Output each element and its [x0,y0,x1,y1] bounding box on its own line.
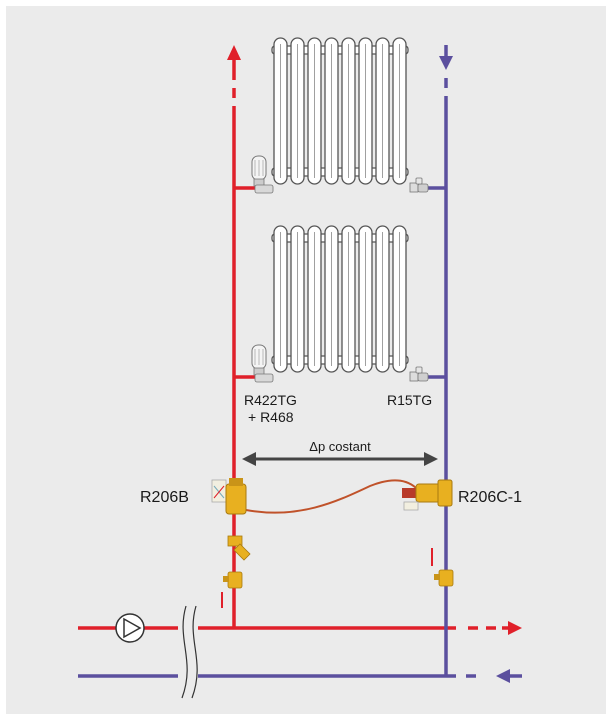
regulator-valve-return-icon [402,479,453,511]
pump-icon [115,613,145,643]
radiator-icon [271,37,409,185]
capillary-tube [245,479,421,514]
ball-valve-icon [221,571,243,608]
lockshield-valve-icon [409,366,429,382]
regulator-valve-supply-icon [211,478,247,515]
lockshield-valve-icon [409,177,429,193]
strainer-icon [227,535,251,561]
regulator-supply-label: R206B [140,489,189,506]
regulator-return-label: R206C-1 [458,489,522,506]
valve-return-label: R15TG [387,392,432,408]
thermostatic-head-icon [251,344,274,383]
return-left-arrow [496,669,510,683]
delta-p-label: Δp costant [309,439,371,454]
supply-up-arrow [227,45,241,60]
valve-supply-label: R422TG [244,392,297,408]
pipe-break-symbol [178,605,198,699]
ball-valve-icon [431,548,454,587]
radiator-icon [271,225,409,373]
return-down-arrow [439,56,453,70]
delta-p-arrow [242,452,438,466]
thermostatic-head-icon [251,155,274,194]
valve-supply-extra-label: + R468 [248,409,294,425]
supply-right-arrow [508,621,522,635]
